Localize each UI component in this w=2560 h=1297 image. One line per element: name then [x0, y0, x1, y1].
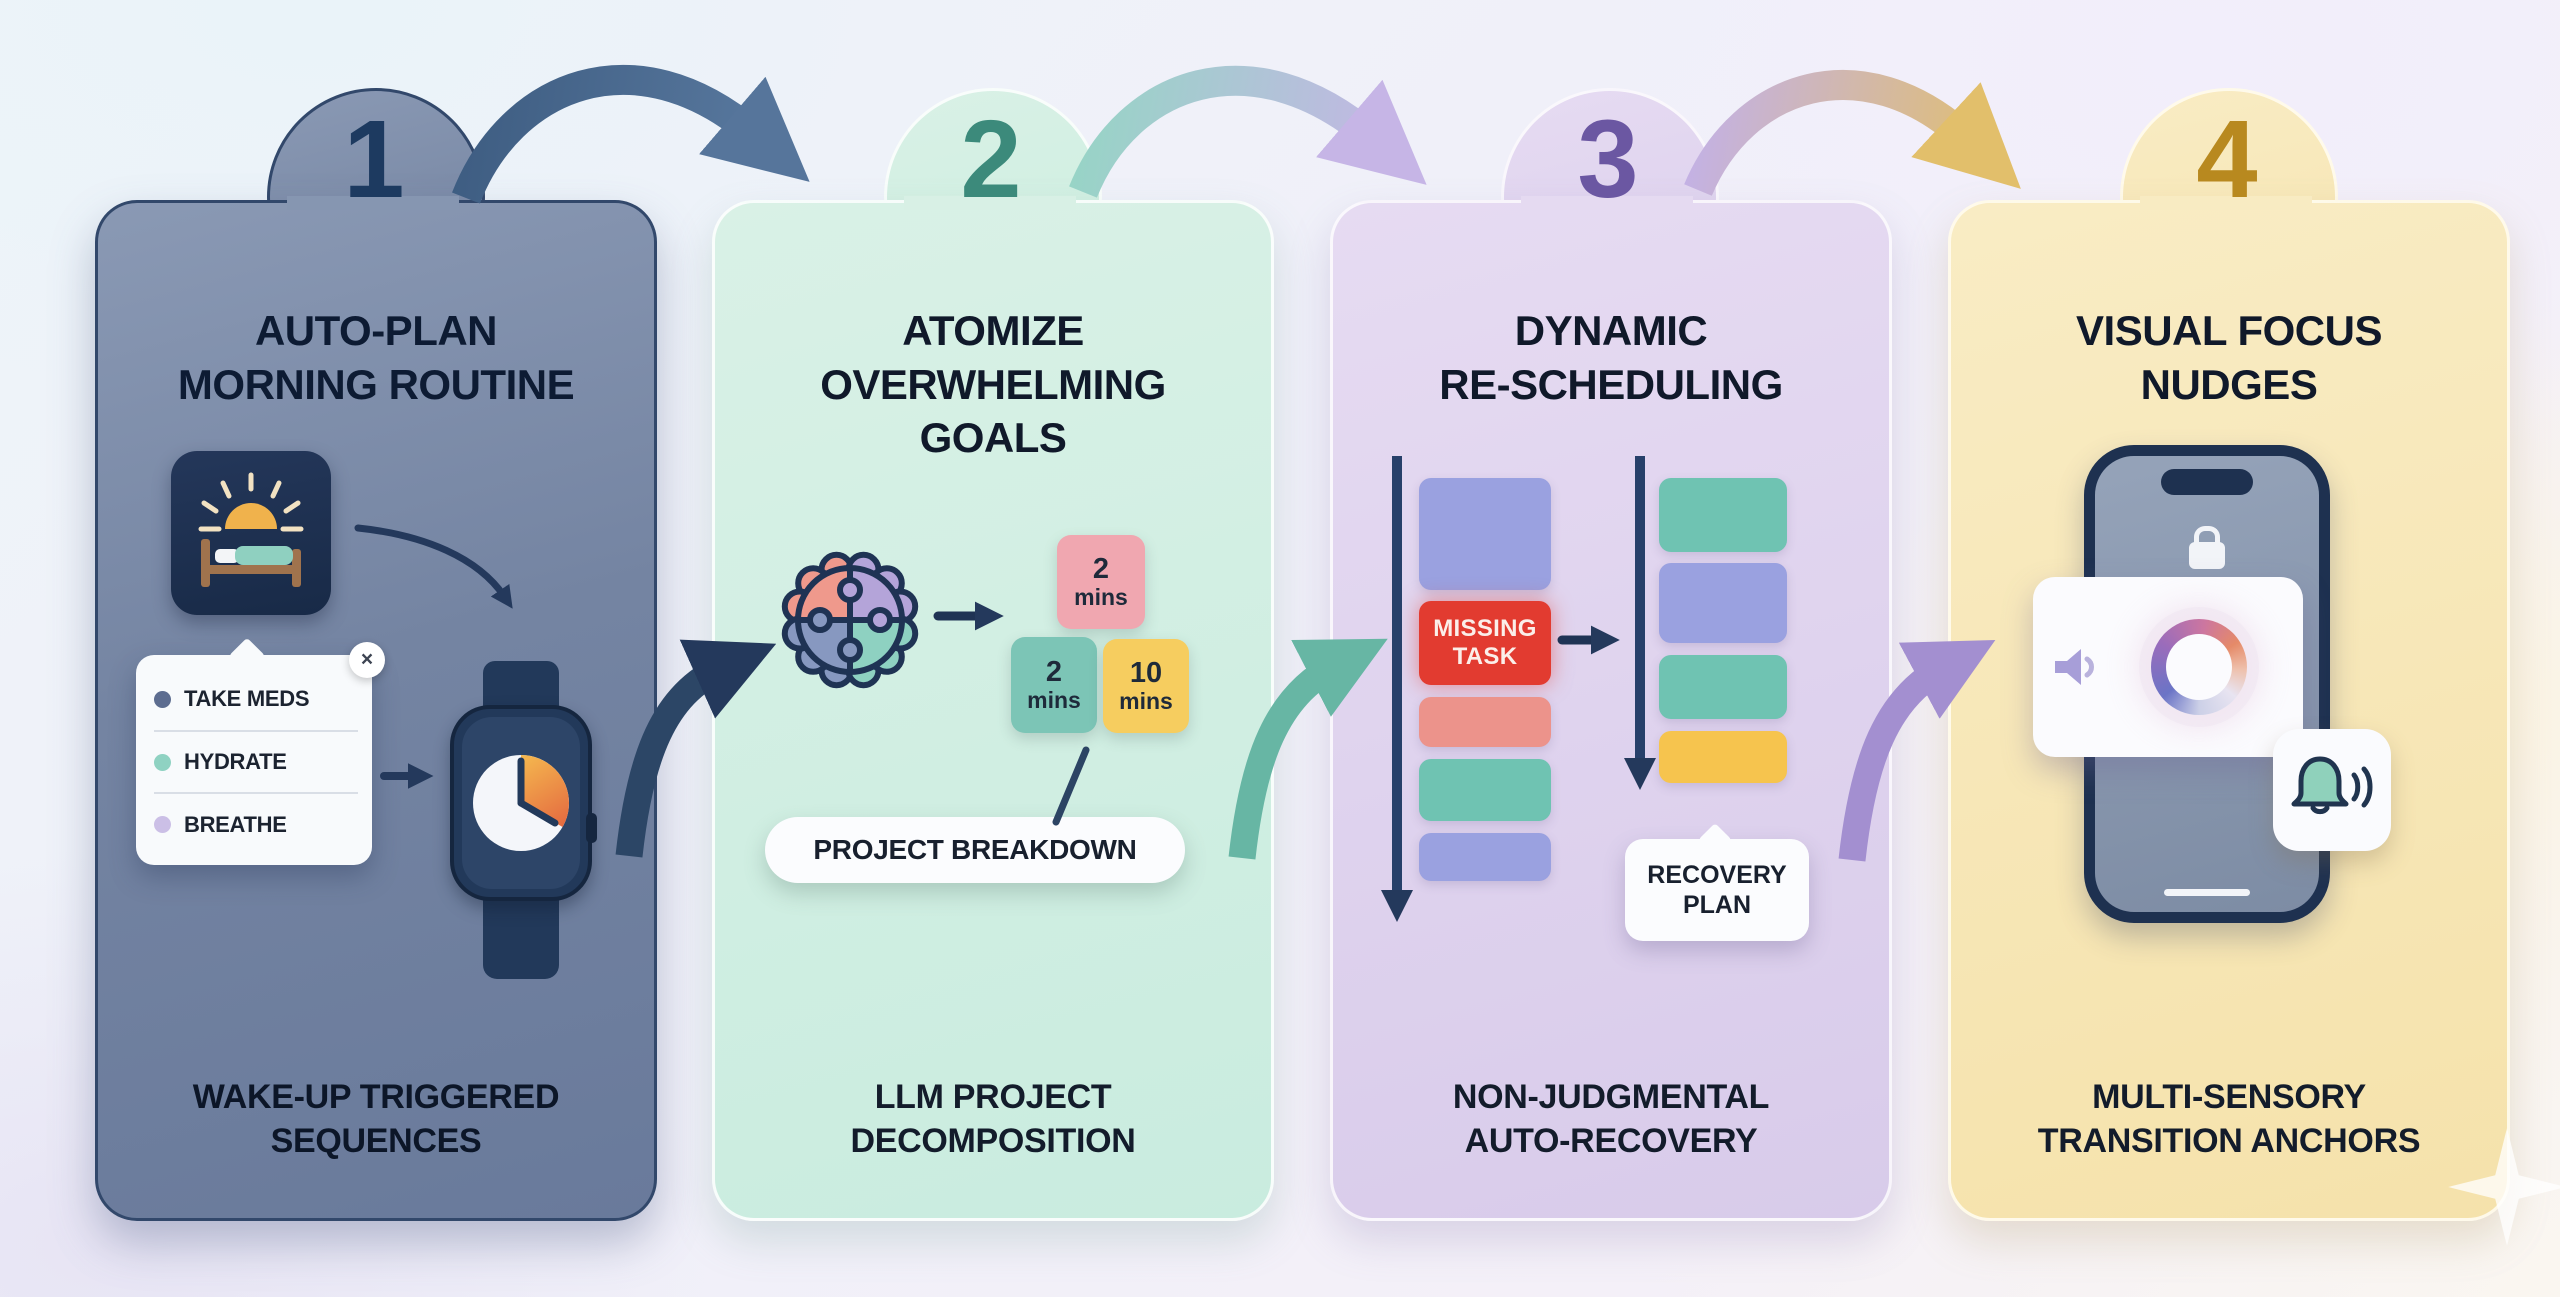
bell-icon — [2291, 756, 2373, 815]
checklist-item-label: BREATHE — [184, 811, 287, 837]
step-card-auto-plan: AUTO-PLAN MORNING ROUTINE — [95, 200, 657, 1221]
title-line: OVERWHELMING — [820, 360, 1166, 408]
bump-join — [1521, 196, 1693, 210]
step-4-title: VISUAL FOCUS NUDGES — [1951, 304, 2507, 412]
title-line: ATOMIZE — [902, 306, 1084, 354]
routine-checklist: × TAKE MEDS HYDRATE BREATHE — [136, 637, 385, 865]
time-unit: mins — [1119, 688, 1173, 715]
focus-timer-card — [2033, 577, 2303, 757]
phone-notch — [2161, 469, 2253, 495]
title-line: AUTO-PLAN — [254, 306, 498, 354]
missing-task-block: MISSING TASK — [1419, 601, 1551, 685]
time-block-2-mins: 2 mins — [1011, 637, 1097, 733]
step-card-atomize: ATOMIZE OVERWHELMING GOALS — [712, 200, 1274, 1221]
title-line: GOALS — [919, 414, 1067, 462]
recovery-plan-label: RECOVERY PLAN — [1625, 823, 1809, 941]
schedule-block — [1419, 697, 1551, 747]
step-2-footer: LLM PROJECT DECOMPOSITION — [715, 1075, 1271, 1163]
time-value: 10 — [1129, 656, 1163, 689]
title-line: MORNING ROUTINE — [177, 360, 575, 408]
missing-task-line: MISSING — [1433, 615, 1537, 643]
project-breakdown-text: PROJECT BREAKDOWN — [813, 834, 1137, 865]
checklist-item[interactable]: HYDRATE — [154, 732, 358, 795]
footer-line: SEQUENCES — [270, 1122, 482, 1161]
smartwatch-timer-icon — [450, 661, 597, 999]
title-line: RE-SCHEDULING — [1439, 360, 1783, 408]
speech-pointer — [1698, 823, 1732, 857]
footer-line: LLM PROJECT — [874, 1078, 1112, 1116]
schedule-block — [1659, 563, 1787, 643]
checklist-item[interactable]: TAKE MEDS — [154, 669, 358, 732]
step-1-footer: WAKE-UP TRIGGERED SEQUENCES — [98, 1075, 654, 1163]
time-value: 2 — [1092, 552, 1110, 585]
flow-arc-2-to-3-icon — [1069, 65, 1427, 198]
sunrise-bed-icon — [171, 451, 331, 615]
checklist-item-label: TAKE MEDS — [184, 686, 310, 712]
step-1-number: 1 — [343, 98, 404, 221]
bullet-icon — [154, 816, 171, 834]
step-card-rescheduling: DYNAMIC RE-SCHEDULING MISSING TASK RECOV… — [1330, 200, 1892, 1221]
lock-icon — [2189, 526, 2225, 569]
footer-line: NON-JUDGMENTAL — [1452, 1078, 1770, 1116]
puzzle-brain-icon — [767, 537, 933, 703]
title-line: NUDGES — [2140, 360, 2318, 408]
close-icon: × — [360, 648, 374, 671]
flow-arc-1-to-2-icon — [452, 64, 810, 204]
bump-join — [904, 196, 1076, 210]
step-2-number: 2 — [960, 98, 1021, 221]
focus-progress-ring — [2151, 619, 2247, 715]
step-1-title: AUTO-PLAN MORNING ROUTINE — [98, 304, 654, 412]
time-block-10-mins: 10 mins — [1103, 639, 1189, 733]
footer-line: TRANSITION ANCHORS — [2037, 1122, 2421, 1161]
schedule-block — [1419, 833, 1551, 881]
close-button[interactable]: × — [349, 642, 385, 678]
schedule-block — [1659, 655, 1787, 719]
bullet-icon — [154, 753, 171, 771]
footer-line: AUTO-RECOVERY — [1464, 1122, 1758, 1161]
time-block-2-mins: 2 mins — [1057, 535, 1145, 629]
time-unit: mins — [1074, 584, 1128, 611]
footer-line: DECOMPOSITION — [850, 1122, 1136, 1161]
step-3-footer: NON-JUDGMENTAL AUTO-RECOVERY — [1333, 1075, 1889, 1163]
title-line: VISUAL FOCUS — [2076, 306, 2382, 354]
checklist-item-label: HYDRATE — [184, 749, 287, 774]
step-3-number: 3 — [1577, 98, 1638, 221]
time-unit: mins — [1027, 687, 1081, 714]
bump-join — [287, 196, 459, 210]
bump-join — [2140, 196, 2312, 210]
home-indicator — [2164, 889, 2250, 896]
step-4-number: 4 — [2196, 98, 2257, 221]
title-line: DYNAMIC — [1514, 306, 1708, 354]
footer-line: MULTI-SENSORY — [2092, 1078, 2366, 1116]
notification-card — [2273, 729, 2391, 851]
flow-arc-3-to-4-icon — [1684, 70, 2021, 197]
step-3-title: DYNAMIC RE-SCHEDULING — [1333, 304, 1889, 412]
recovery-plan-line: PLAN — [1682, 891, 1752, 919]
step-2-title: ATOMIZE OVERWHELMING GOALS — [715, 304, 1271, 465]
schedule-block — [1659, 478, 1787, 552]
footer-line: WAKE-UP TRIGGERED — [192, 1078, 560, 1116]
schedule-block — [1419, 759, 1551, 821]
step-4-footer: MULTI-SENSORY TRANSITION ANCHORS — [1951, 1075, 2507, 1163]
project-breakdown-label: PROJECT BREAKDOWN — [765, 817, 1185, 883]
recovery-plan-line: RECOVERY — [1647, 861, 1787, 889]
schedule-block — [1419, 478, 1551, 590]
checklist-item[interactable]: BREATHE — [154, 794, 358, 855]
bullet-icon — [154, 690, 171, 708]
missing-task-line: TASK — [1452, 643, 1518, 670]
step-card-focus-nudges: VISUAL FOCUS NUDGES MULTI-SENSORY — [1948, 200, 2510, 1221]
speaker-icon — [2055, 649, 2094, 685]
schedule-block — [1659, 731, 1787, 783]
time-value: 2 — [1045, 655, 1063, 688]
